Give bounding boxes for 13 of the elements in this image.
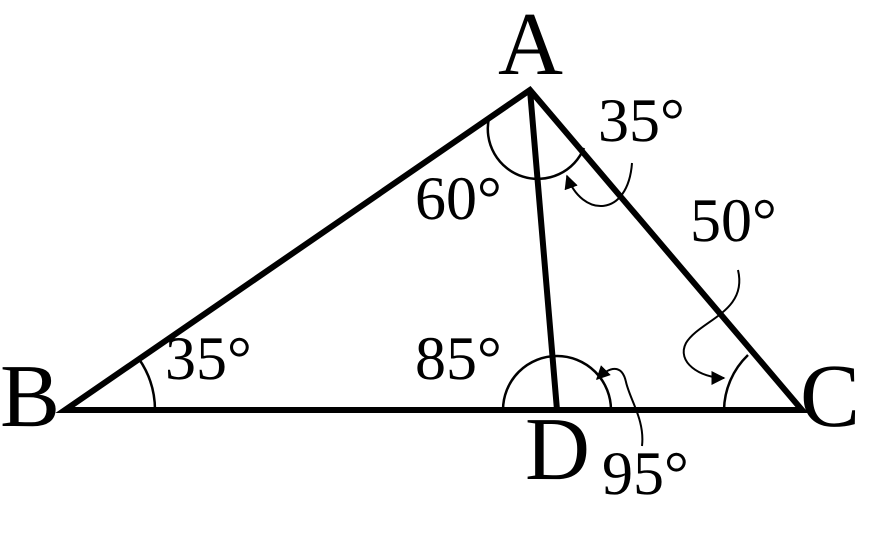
vertex-label: D: [525, 405, 590, 495]
vertex-label: A: [498, 0, 563, 90]
leader-line: [596, 365, 644, 446]
leader-line: [566, 162, 633, 207]
angle-label: 50°: [690, 190, 777, 252]
angle-label: 95°: [602, 443, 689, 505]
angle-label: 85°: [415, 328, 502, 390]
vertex-label: C: [800, 352, 860, 442]
angle-label: 35°: [598, 90, 685, 152]
leader-line: [682, 270, 740, 384]
angle-label: 60°: [415, 168, 502, 230]
angle-label: 35°: [165, 328, 252, 390]
vertex-label: B: [0, 352, 60, 442]
